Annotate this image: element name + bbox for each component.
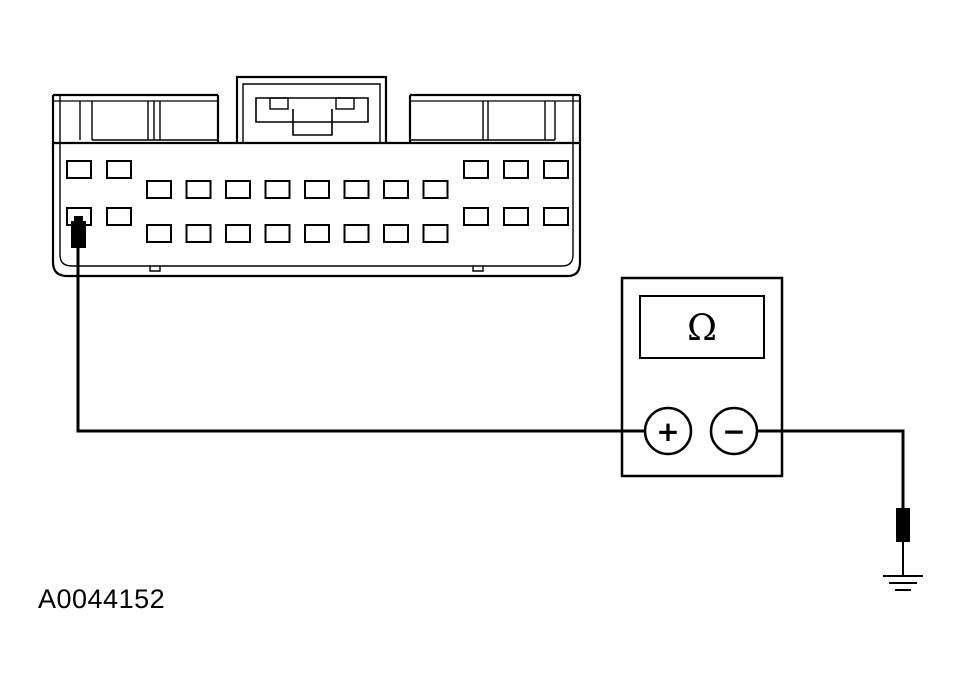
ohm-symbol: Ω (687, 308, 717, 349)
connector-latch (235, 75, 388, 143)
connector-pin (463, 160, 489, 179)
connector-pin (422, 180, 449, 199)
connector-pin (503, 160, 529, 179)
connector-pin (304, 224, 330, 243)
figure-id-label: A0044152 (38, 584, 166, 614)
positive-terminal-label: + (656, 415, 679, 448)
connector-pin (383, 180, 409, 199)
connector-pin (543, 160, 569, 179)
ground-icon (883, 575, 923, 591)
connector-pin (106, 207, 132, 226)
negative-terminal-label: − (722, 415, 745, 448)
connector-pin (304, 180, 330, 199)
connector-pin (343, 224, 370, 243)
meter-body (620, 276, 784, 478)
wiring-connector (51, 75, 582, 278)
connector-pin (185, 224, 212, 243)
connector-pins (66, 160, 569, 243)
ground-probe (896, 508, 910, 576)
connector-body-inner-edge (59, 95, 574, 267)
connector-pin (66, 160, 92, 179)
ohmmeter (620, 276, 784, 478)
positive-test-lead (76, 248, 645, 433)
connector-pin (422, 224, 449, 243)
positive-terminal (643, 406, 693, 456)
connector-pin (225, 180, 251, 199)
connector-pin (146, 224, 172, 243)
connector-pin (543, 207, 569, 226)
connector-pin (185, 180, 212, 199)
connector-body-outline (51, 95, 582, 278)
connector-pin (343, 180, 370, 199)
meter-display (639, 295, 765, 359)
connector-pin (463, 207, 489, 226)
test-probe (71, 216, 86, 248)
connector-pin (106, 160, 132, 179)
connector-pin (146, 180, 172, 199)
connector-pin (503, 207, 529, 226)
connector-pin (264, 224, 291, 243)
connector-pin (225, 224, 251, 243)
connector-pin (264, 180, 291, 199)
connector-pin (383, 224, 409, 243)
negative-test-lead (757, 429, 905, 508)
